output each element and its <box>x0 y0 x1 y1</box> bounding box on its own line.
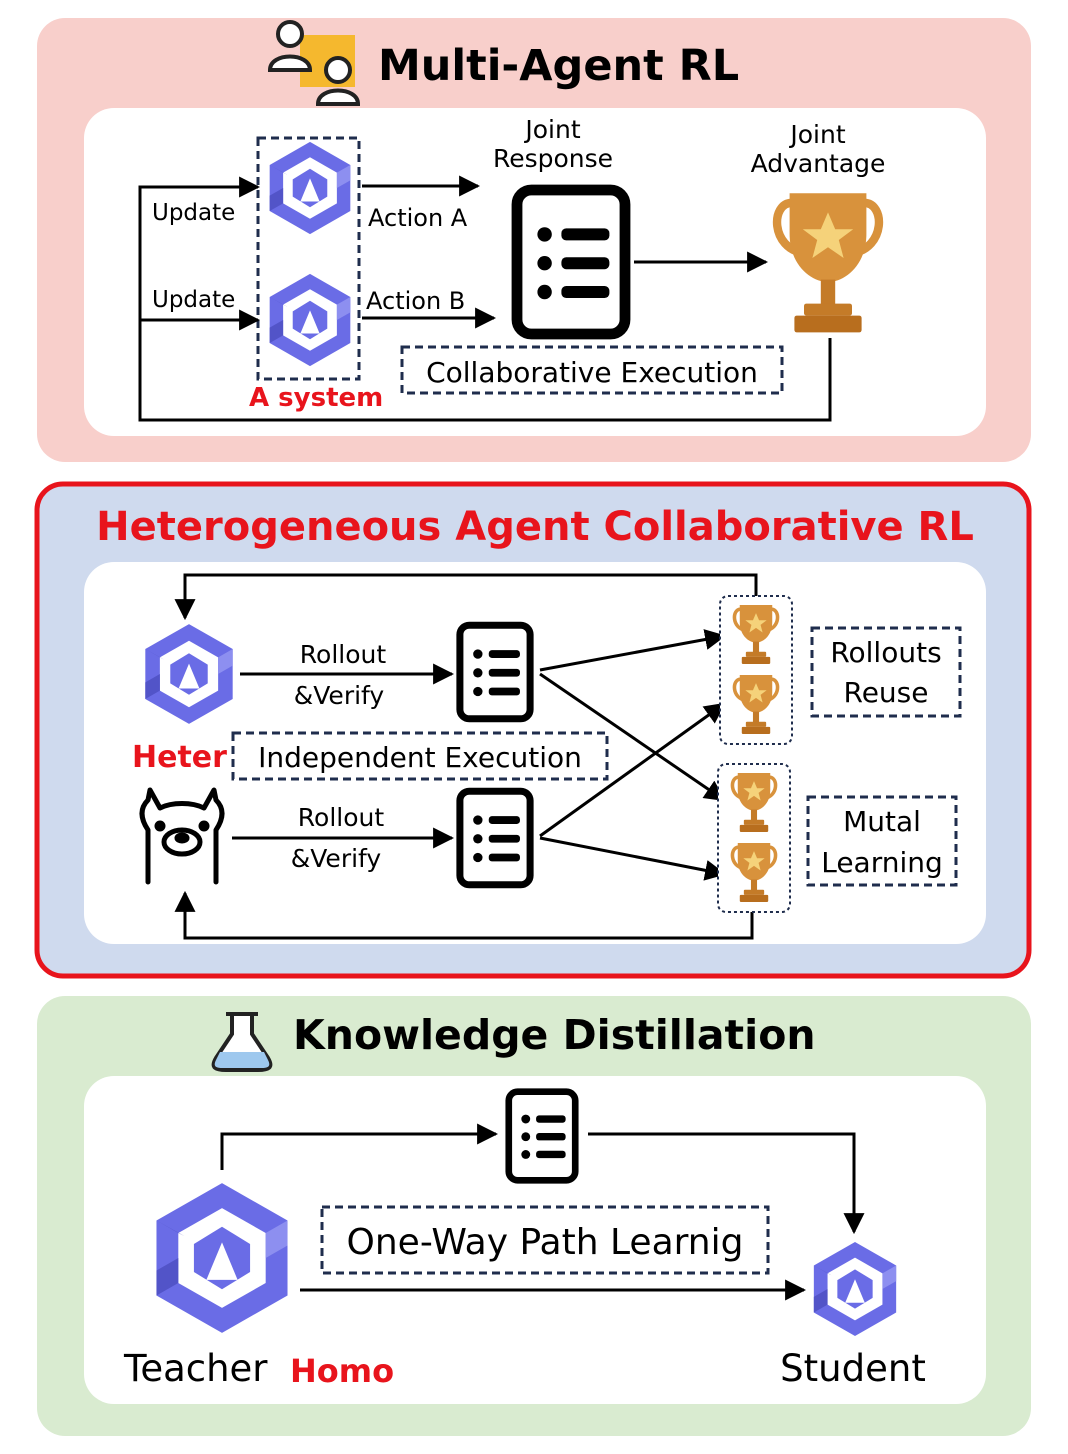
action-b-label: Action B <box>366 287 465 315</box>
document-list-icon <box>517 190 625 334</box>
action-a-label: Action A <box>368 204 468 232</box>
independent-execution-box <box>231 731 609 781</box>
trophy-group-bottom <box>717 763 791 913</box>
hacrl-title: Heterogeneous Agent Collaborative RL <box>96 504 974 550</box>
llama-logo-icon <box>139 787 225 885</box>
joint-advantage-label: Joint <box>788 120 845 149</box>
student-label: Student <box>780 1347 926 1390</box>
update-a-label: Update <box>152 200 235 226</box>
mutal-learning-box <box>806 795 958 887</box>
bottom-feedback-arrow <box>174 890 754 940</box>
system-dashed-box <box>256 136 361 381</box>
teacher-to-response-arrow <box>220 1123 499 1170</box>
collab-execution-label: Collaborative Execution <box>426 356 758 389</box>
document-list-icon <box>460 791 530 885</box>
trophy-group-top <box>719 595 793 745</box>
rollouts-reuse-box <box>810 626 962 718</box>
rollout-top-label: &Verify <box>294 681 385 710</box>
response-to-student-arrow <box>588 1132 865 1235</box>
system-label: A system <box>249 383 383 413</box>
mutal-learning-label: Learning <box>821 846 943 879</box>
update-loop-arrow <box>138 176 832 422</box>
rollout-bottom-label: Rollout <box>298 803 385 832</box>
one-way-label: One-Way Path Learnig <box>347 1222 744 1263</box>
joint-advantage-label: Advantage <box>751 149 886 178</box>
teacher-label: Teacher <box>123 1347 268 1390</box>
homo-label: Homo <box>290 1352 394 1390</box>
rollout-bottom-label: &Verify <box>291 844 382 873</box>
independent-execution-label: Independent Execution <box>258 741 582 774</box>
one-way-box <box>320 1205 770 1275</box>
marl-title: Multi-Agent RL <box>378 41 739 91</box>
joint-response-label: Joint <box>523 115 580 144</box>
mutal-learning-label: Mutal <box>843 805 921 838</box>
cross-arrow <box>539 672 726 802</box>
top-feedback-arrow <box>174 573 758 621</box>
update-b-label: Update <box>152 287 235 313</box>
document-list-icon <box>460 625 530 719</box>
rollouts-reuse-label: Reuse <box>844 676 929 709</box>
flask-icon <box>211 1012 273 1072</box>
collab-execution-box <box>400 345 784 395</box>
cross-arrow <box>539 629 727 672</box>
users-icon <box>267 20 361 106</box>
cross-arrow <box>539 702 726 838</box>
document-list-icon <box>509 1092 575 1181</box>
kd-title: Knowledge Distillation <box>293 1011 816 1059</box>
heter-label: Heter <box>132 740 227 775</box>
rollouts-reuse-label: Rollouts <box>830 636 941 669</box>
rollout-top-label: Rollout <box>300 640 387 669</box>
joint-response-label: Response <box>493 144 613 173</box>
cross-arrow <box>539 836 727 881</box>
